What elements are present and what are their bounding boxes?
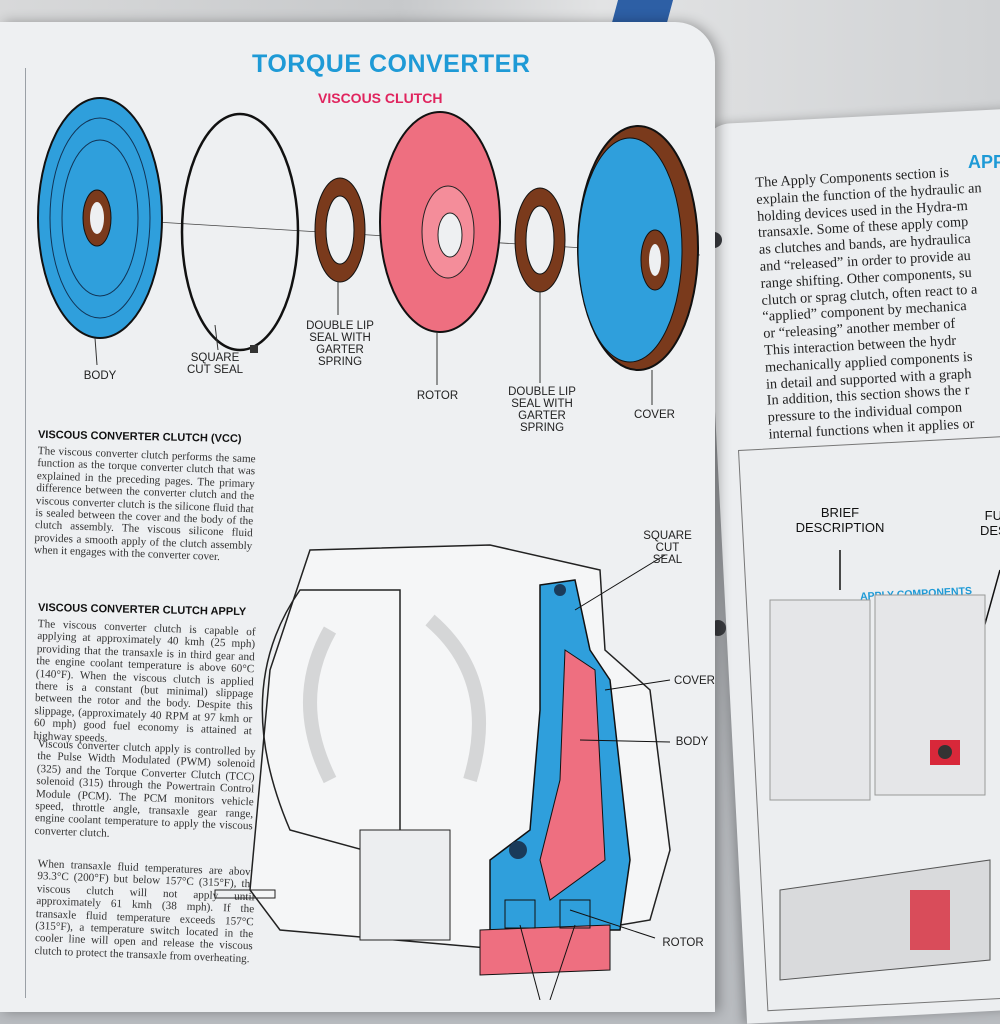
body-part <box>37 97 163 339</box>
cutaway-label-body: BODY <box>675 736 709 748</box>
functional-description-label: FUN DESC <box>979 508 1000 538</box>
page-subtitle: VISCOUS CLUTCH <box>318 90 443 106</box>
right-page-title: APP <box>968 152 1000 172</box>
label-rotor: ROTOR <box>416 390 459 402</box>
label-double-lip-seal-1: DOUBLE LIP SEAL WITH GARTER SPRING <box>306 320 374 368</box>
cutaway-body <box>539 649 606 901</box>
exploded-view-diagram <box>37 97 701 405</box>
label-double-lip-seal-2: DOUBLE LIP SEAL WITH GARTER SPRING <box>508 386 576 434</box>
page-title: TORQUE CONVERTER <box>252 50 531 78</box>
cover-part <box>577 125 699 371</box>
label-body: BODY <box>83 370 117 382</box>
brief-description-label: BRIEF DESCRIPTION <box>795 505 885 535</box>
cutaway-label-rotor: ROTOR <box>662 937 704 949</box>
cutaway-label-square-cut-seal: SQUARE CUT SEAL <box>643 530 692 566</box>
rotor-part <box>379 111 501 333</box>
cutaway-rotor <box>479 924 611 976</box>
square-cut-seal-part <box>180 112 300 352</box>
inset-illustration <box>769 550 1000 981</box>
label-cover: COVER <box>634 409 675 421</box>
seal-tab <box>250 345 258 353</box>
label-square-cut-seal: SQUARE CUT SEAL <box>186 352 244 376</box>
double-lip-seal-part-1 <box>314 177 366 283</box>
cutaway-diagram <box>214 544 671 1000</box>
double-lip-seal-part-2 <box>514 187 566 293</box>
page-frame <box>25 68 686 998</box>
cutaway-label-cover: COVER <box>674 675 715 687</box>
